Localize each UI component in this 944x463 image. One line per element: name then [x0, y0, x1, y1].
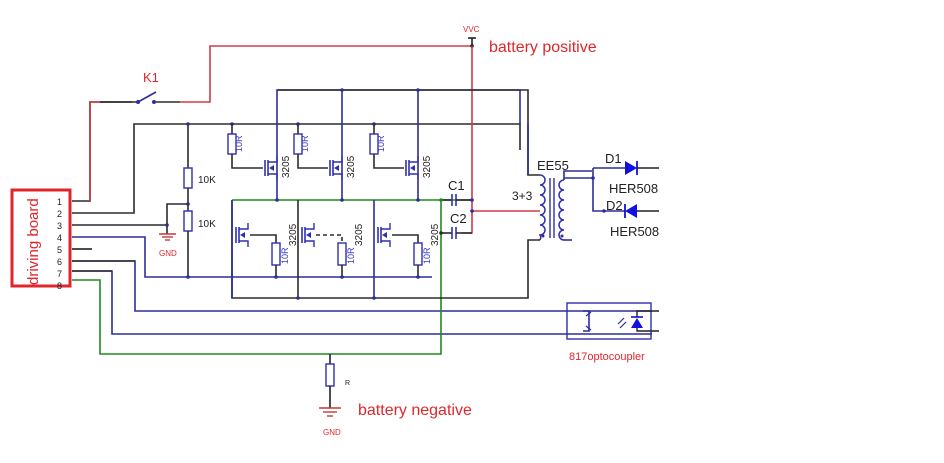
mosfet-icon: [405, 156, 419, 180]
resistor-r-label: R: [345, 380, 350, 387]
c1-label: C1: [448, 178, 465, 193]
pin-2: 2: [57, 209, 62, 219]
resistor-r: [325, 363, 335, 387]
mosfet-label: 3205: [346, 155, 357, 178]
voltage-divider: 10K 10K GND: [159, 122, 216, 279]
high-side-rails: [276, 88, 540, 200]
gate-resistor: [413, 242, 423, 266]
gate-resistor-label: 10R: [376, 135, 386, 152]
battery-positive-label: battery positive: [489, 39, 597, 56]
gnd-bottom-label: GND: [323, 428, 341, 437]
d2-part: HER508: [610, 224, 659, 239]
mosfet-label: 3205: [422, 155, 433, 178]
rectifier-diodes: D1 HER508 D2 HER508: [564, 151, 659, 239]
resistor-10k-bottom: [183, 210, 193, 232]
gate-resistor-label: 10R: [280, 247, 290, 264]
wire-pin6: [72, 260, 652, 312]
pin-numbers: 1 2 3 4 5 6 7 8: [57, 197, 62, 291]
mosfet-icon: [235, 223, 249, 247]
mosfet-icon: [377, 223, 391, 247]
wire-pin8-negative: [72, 199, 442, 355]
wire-pin1: [72, 101, 132, 202]
switch-label: K1: [143, 70, 159, 85]
pin-8: 8: [57, 281, 62, 291]
r-bottom-label: 10K: [198, 219, 216, 230]
ground-icon-left: [159, 233, 176, 241]
high-side-stage: 10R 3205: [227, 122, 292, 180]
wire-pin7: [72, 270, 652, 335]
transformer-ee55: EE55 3+3: [512, 158, 592, 241]
low-side-rails: [231, 198, 540, 300]
r-top-label: 10K: [198, 175, 216, 186]
capacitors: C1 C2: [439, 178, 540, 239]
gate-resistor: [271, 242, 281, 266]
resistor-10k-top: [183, 167, 193, 189]
optocoupler-817: 817optocoupler: [566, 302, 659, 363]
battery-negative-label: battery negative: [358, 402, 472, 419]
wire-pin4: [72, 236, 432, 278]
high-side-stage: 10R 3205: [369, 122, 433, 180]
pin-5: 5: [57, 245, 62, 255]
led-icon: [631, 318, 643, 328]
c2-label: C2: [450, 211, 467, 226]
pin-4: 4: [57, 233, 62, 243]
gate-resistor-label: 10R: [234, 135, 244, 152]
pin-7: 7: [57, 269, 62, 279]
mosfet-icon: [329, 156, 343, 180]
mosfet-label: 3205: [281, 155, 292, 178]
vvc-label: VVC: [463, 25, 480, 34]
switch-k1: K1: [100, 45, 472, 104]
mosfet-icon: [301, 223, 315, 247]
gate-resistor-label: 10R: [422, 247, 432, 264]
d1-ref: D1: [605, 151, 622, 166]
pin-6: 6: [57, 257, 62, 267]
pin-3: 3: [57, 221, 62, 231]
mosfet-label: 3205: [430, 223, 441, 246]
optocoupler-label: 817optocoupler: [569, 351, 645, 363]
high-side-switches: 10R 3205 10R 3205 10R 3205: [227, 122, 433, 180]
wire-pin2: [72, 123, 521, 214]
driving-board-label: driving board: [25, 198, 42, 285]
pin-1: 1: [57, 197, 62, 207]
secondary-winding: [558, 179, 565, 241]
battery-negative-ground: R GND battery negative: [319, 354, 472, 437]
transformer-ratio: 3+3: [512, 189, 533, 203]
gnd-left-label: GND: [159, 249, 177, 258]
primary-winding: [538, 174, 546, 241]
gate-resistor-label: 10R: [300, 135, 310, 152]
diode-d2-icon: [625, 204, 637, 218]
mosfet-icon: [264, 156, 278, 180]
d2-ref: D2: [606, 198, 623, 213]
transformer-name: EE55: [537, 158, 569, 173]
gate-resistor-label: 10R: [346, 247, 356, 264]
diode-d1-icon: [625, 161, 637, 175]
high-side-stage: 10R 3205: [293, 122, 357, 180]
d1-part: HER508: [609, 181, 658, 196]
driving-board-box: [10, 188, 72, 288]
mosfet-label: 3205: [288, 223, 299, 246]
phototransistor-icon: [583, 310, 590, 332]
mosfet-label: 3205: [354, 223, 365, 246]
gate-resistor: [337, 242, 347, 266]
